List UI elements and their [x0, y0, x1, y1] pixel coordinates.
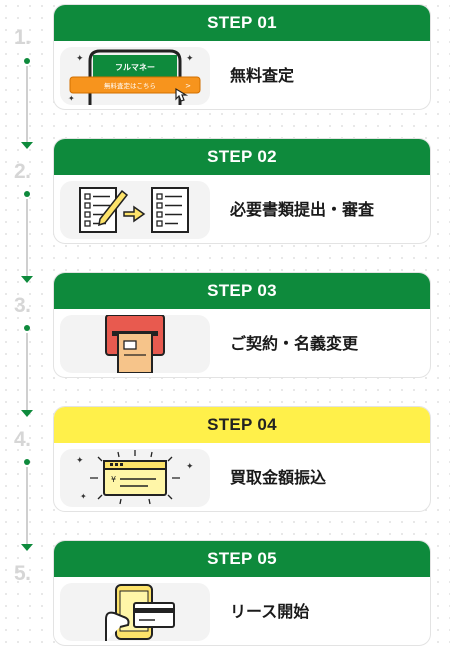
- svg-text:✦: ✦: [76, 54, 84, 64]
- svg-text:✦: ✦: [186, 462, 194, 472]
- document-submit-icon: [79, 187, 189, 233]
- step-label: 買取金額振込: [230, 468, 327, 487]
- step-illustration: フルマネー 無料査定はこちら > ✦ ✦ ✦: [60, 47, 210, 105]
- step-title: STEP 01: [54, 5, 430, 41]
- step-number-4: 4.: [14, 428, 31, 451]
- contract-box-icon: [105, 315, 165, 373]
- step-number-5: 5.: [14, 562, 31, 585]
- step-label: 必要書類提出・審査: [230, 200, 375, 219]
- step-label: 無料査定: [230, 66, 295, 85]
- svg-text:✦: ✦: [68, 94, 75, 103]
- timeline-dot: [24, 325, 30, 331]
- svg-text:>: >: [185, 82, 191, 90]
- step-card-5: STEP 05 リース開始: [53, 540, 431, 646]
- step-title: STEP 05: [54, 541, 430, 577]
- step-card-4: STEP 04 ¥ ✦ ✦ ✦ 買取金額振込: [53, 406, 431, 512]
- step-illustration: [60, 315, 210, 373]
- svg-text:✦: ✦: [80, 492, 87, 501]
- step-title: STEP 02: [54, 139, 430, 175]
- timeline-dot: [24, 191, 30, 197]
- step-number-3: 3.: [14, 294, 31, 317]
- svg-text:✦: ✦: [186, 54, 194, 64]
- phone-card-payment-icon: [105, 584, 175, 641]
- step-card-3: STEP 03 ご契約・名義変更: [53, 272, 431, 378]
- timeline-line: [26, 467, 28, 545]
- step-title: STEP 03: [54, 273, 430, 309]
- step-illustration: [60, 583, 210, 641]
- step-card-2: STEP 02 必要書類提出・審査: [53, 138, 431, 244]
- website-button-icon: フルマネー 無料査定はこちら > ✦ ✦ ✦: [68, 49, 201, 105]
- step-title: STEP 04: [54, 407, 430, 443]
- step-illustration: ¥ ✦ ✦ ✦: [60, 449, 210, 507]
- svg-text:✦: ✦: [76, 456, 84, 466]
- illustration-button-text: 無料査定はこちら: [104, 81, 156, 90]
- step-card-1: STEP 01 フルマネー 無料査定はこちら > ✦ ✦ ✦ 無料査定: [53, 4, 431, 110]
- svg-text:¥: ¥: [111, 475, 116, 484]
- timeline-rail: 1. 2. 3. 4. 5.: [0, 0, 52, 651]
- timeline-arrow-icon: [21, 142, 33, 149]
- timeline-line: [26, 199, 28, 277]
- brand-logo-text: フルマネー: [115, 62, 155, 72]
- step-label: リース開始: [230, 602, 310, 621]
- timeline-line: [26, 333, 28, 411]
- timeline-line: [26, 66, 28, 144]
- timeline-dot: [24, 58, 30, 64]
- step-number-1: 1.: [14, 26, 31, 49]
- timeline-arrow-icon: [21, 544, 33, 551]
- timeline-arrow-icon: [21, 276, 33, 283]
- timeline-dot: [24, 459, 30, 465]
- step-illustration: [60, 181, 210, 239]
- step-label: ご契約・名義変更: [230, 334, 359, 353]
- bank-transfer-card-icon: ¥ ✦ ✦ ✦: [76, 450, 194, 505]
- timeline-arrow-icon: [21, 410, 33, 417]
- step-number-2: 2.: [14, 160, 31, 183]
